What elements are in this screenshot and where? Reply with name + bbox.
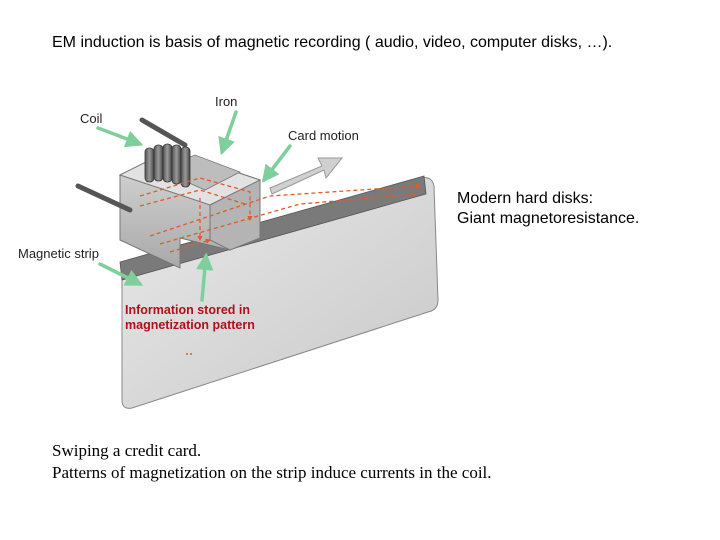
iron-label: Iron bbox=[215, 94, 238, 109]
card-motion-label: Card motion bbox=[288, 128, 359, 143]
info-pointer-arrow bbox=[196, 252, 214, 302]
hard-disk-note-line1: Modern hard disks: bbox=[457, 190, 594, 207]
information-note-line2: magnetization pattern bbox=[125, 318, 255, 332]
pointer-arrows bbox=[96, 110, 292, 302]
coil-label: Coil bbox=[80, 111, 103, 126]
magnetization-flux-lines bbox=[139, 177, 422, 253]
card-motion-arrow bbox=[269, 157, 344, 195]
magnetic-strip-label: Magnetic strip bbox=[18, 246, 99, 261]
coil bbox=[75, 117, 191, 213]
slide-title: EM induction is basis of magnetic record… bbox=[52, 34, 613, 51]
caption-line1: Swiping a credit card. bbox=[52, 441, 202, 460]
information-note: Information stored in magnetization patt… bbox=[125, 303, 255, 333]
iron-pointer-arrow bbox=[218, 110, 238, 156]
caption-line2: Patterns of magnetization on the strip i… bbox=[52, 463, 492, 482]
caption: Swiping a credit card. Patterns of magne… bbox=[52, 440, 492, 484]
coil-pointer-arrow bbox=[96, 126, 144, 148]
information-note-line1: Information stored in bbox=[125, 303, 250, 317]
card-motion-pointer-arrow bbox=[261, 144, 292, 183]
strip-pointer-arrow bbox=[98, 262, 144, 286]
hard-disk-note: Modern hard disks: Giant magnetoresistan… bbox=[457, 189, 639, 229]
hard-disk-note-line2: Giant magnetoresistance. bbox=[457, 210, 640, 227]
